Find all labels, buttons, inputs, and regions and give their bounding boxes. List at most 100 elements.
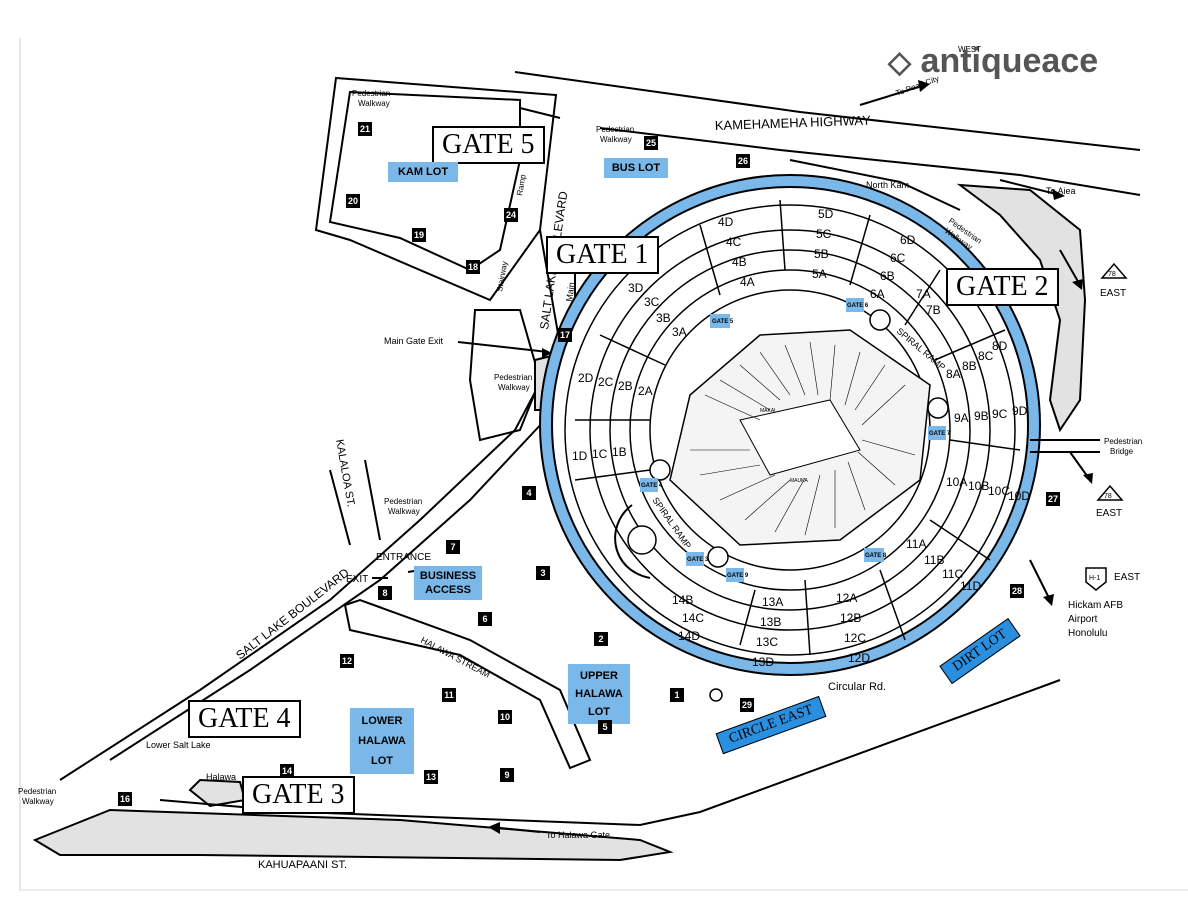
section-5D: 5D bbox=[818, 207, 834, 221]
gate-tag-7: GATE 7 bbox=[929, 431, 951, 437]
section-6B: 6B bbox=[880, 269, 895, 283]
lot-marker-1: 1 bbox=[670, 688, 684, 702]
gate-tag-8: GATE 8 bbox=[865, 553, 887, 559]
section-12C: 12C bbox=[844, 631, 866, 645]
lot-marker-8: 8 bbox=[378, 586, 392, 600]
lot-marker-11: 11 bbox=[442, 688, 456, 702]
section-9C: 9C bbox=[992, 407, 1008, 421]
section-14D: 14D bbox=[678, 629, 700, 643]
gate-tag-4: GATE 4 bbox=[641, 483, 663, 489]
seat-ring-4 bbox=[629, 269, 951, 591]
hickam-line-2: Airport bbox=[1068, 614, 1098, 625]
east-arrow-top bbox=[1059, 249, 1081, 286]
lot-marker-18: 18 bbox=[466, 260, 480, 274]
section-11D: 11D bbox=[960, 579, 981, 593]
circular-rd-label: Circular Rd. bbox=[828, 681, 886, 693]
section-10D: 10D bbox=[1008, 489, 1030, 503]
north-kam-label: North Kam bbox=[866, 180, 909, 190]
lot-marker-20: 20 bbox=[346, 194, 360, 208]
lot-marker-2: 2 bbox=[594, 632, 608, 646]
section-1D: 1D bbox=[572, 449, 588, 463]
hickam-arrow bbox=[1029, 559, 1051, 601]
ped-walkway-bus-1: Pedestrian bbox=[596, 125, 634, 134]
lot-marker-10: 10 bbox=[498, 710, 512, 724]
seat-ring-outer bbox=[564, 204, 1016, 656]
seat-ring-2 bbox=[589, 229, 991, 631]
lot-marker-7: 7 bbox=[446, 540, 460, 554]
spiral-ramp-left bbox=[614, 504, 651, 579]
lower-halawa-line-1: LOWER bbox=[361, 715, 403, 727]
section-3D: 3D bbox=[628, 281, 644, 295]
halawa-road-label: Halawa bbox=[206, 772, 236, 782]
seat-ring-3 bbox=[609, 249, 971, 611]
section-2B: 2B bbox=[618, 379, 633, 393]
section-8A: 8A bbox=[946, 367, 961, 381]
ped-walkway-left-2: Walkway bbox=[22, 797, 54, 806]
antiqueace-watermark: ◇ antiqueace bbox=[888, 42, 1098, 81]
upper-halawa-line-2: HALAWA bbox=[575, 688, 623, 700]
gate-circle-7 bbox=[927, 397, 949, 419]
section-7A: 7A bbox=[916, 287, 931, 301]
lower-halawa-line-3: LOT bbox=[371, 755, 393, 767]
bus-lot: BUS LOT bbox=[604, 158, 668, 178]
section-11C: 11C bbox=[942, 567, 963, 581]
h1-label: H-1 bbox=[1089, 575, 1100, 582]
pedestrian-bridge bbox=[1030, 439, 1100, 453]
north-kam-road bbox=[789, 159, 961, 211]
section-11A: 11A bbox=[906, 537, 926, 551]
mauka-label: MAUKA bbox=[790, 478, 808, 484]
gate-tags: GATE 5 GATE 6 GATE 7 GATE 8 GATE 9 GATE … bbox=[640, 298, 951, 582]
hickam-line-1: Hickam AFB bbox=[1068, 600, 1123, 611]
hickam-line-3: Honolulu bbox=[1068, 628, 1107, 639]
section-8B: 8B bbox=[962, 359, 977, 373]
halawa-stream-lot bbox=[343, 598, 592, 770]
section-4C: 4C bbox=[726, 235, 742, 249]
lot-marker-24: 24 bbox=[504, 208, 518, 222]
section-6A: 6A bbox=[870, 287, 885, 301]
section-10C: 10C bbox=[988, 484, 1010, 498]
ped-walkway-left bbox=[468, 309, 542, 442]
west-label: WEST bbox=[958, 45, 981, 54]
entrance-label: ENTRANCE bbox=[376, 552, 431, 563]
diamond-icon: ◇ bbox=[888, 46, 912, 79]
ped-walkway-mid-2: Walkway bbox=[498, 383, 530, 392]
lot-marker-21: 21 bbox=[358, 122, 372, 136]
route-78-shield-bottom bbox=[1096, 484, 1124, 501]
route-78-shield-top bbox=[1100, 262, 1128, 279]
ped-walkway-kalaloa-2: Walkway bbox=[388, 507, 420, 516]
main-gate-exit-arrowhead bbox=[542, 348, 552, 358]
section-2D: 2D bbox=[578, 371, 594, 385]
section-8D: 8D bbox=[992, 339, 1008, 353]
kam-lot: KAM LOT bbox=[388, 162, 458, 182]
section-4A: 4A bbox=[740, 275, 755, 289]
section-14C: 14C bbox=[682, 611, 704, 625]
business-access-line-1: BUSINESS bbox=[419, 570, 477, 582]
section-5B: 5B bbox=[814, 247, 829, 261]
ped-walkway-kalaloa-1: Pedestrian bbox=[384, 497, 422, 506]
to-halawa-arrowhead bbox=[488, 822, 500, 834]
to-aiea-arrowhead bbox=[1052, 189, 1065, 200]
section-3C: 3C bbox=[644, 295, 660, 309]
section-2A: 2A bbox=[638, 384, 653, 398]
section-5C: 5C bbox=[816, 227, 832, 241]
ped-walkway-top-2: Walkway bbox=[358, 99, 390, 108]
gate-3-label: GATE 3 bbox=[242, 776, 355, 814]
kam-lot-inner bbox=[328, 90, 521, 272]
section-4B: 4B bbox=[732, 255, 747, 269]
lot-marker-12: 12 bbox=[340, 654, 354, 668]
gate-2-label: GATE 2 bbox=[946, 268, 1059, 306]
section-13C: 13C bbox=[756, 635, 778, 649]
section-2C: 2C bbox=[598, 375, 614, 389]
section-13D: 13D bbox=[752, 655, 774, 669]
right-shoreline bbox=[956, 183, 1087, 433]
ped-bridge-1: Pedestrian bbox=[1104, 437, 1142, 446]
kamehameha-highway-road bbox=[514, 71, 1141, 151]
lot-marker-3: 3 bbox=[536, 566, 550, 580]
upper-halawa-lot: UPPER HALAWA LOT bbox=[568, 664, 630, 724]
section-9B: 9B bbox=[974, 409, 989, 423]
route-78-top: 78 bbox=[1108, 271, 1116, 278]
gate-4-label: GATE 4 bbox=[188, 700, 301, 738]
gate-circle-3 bbox=[707, 546, 729, 568]
business-access-lot: BUSINESS ACCESS bbox=[414, 566, 482, 600]
